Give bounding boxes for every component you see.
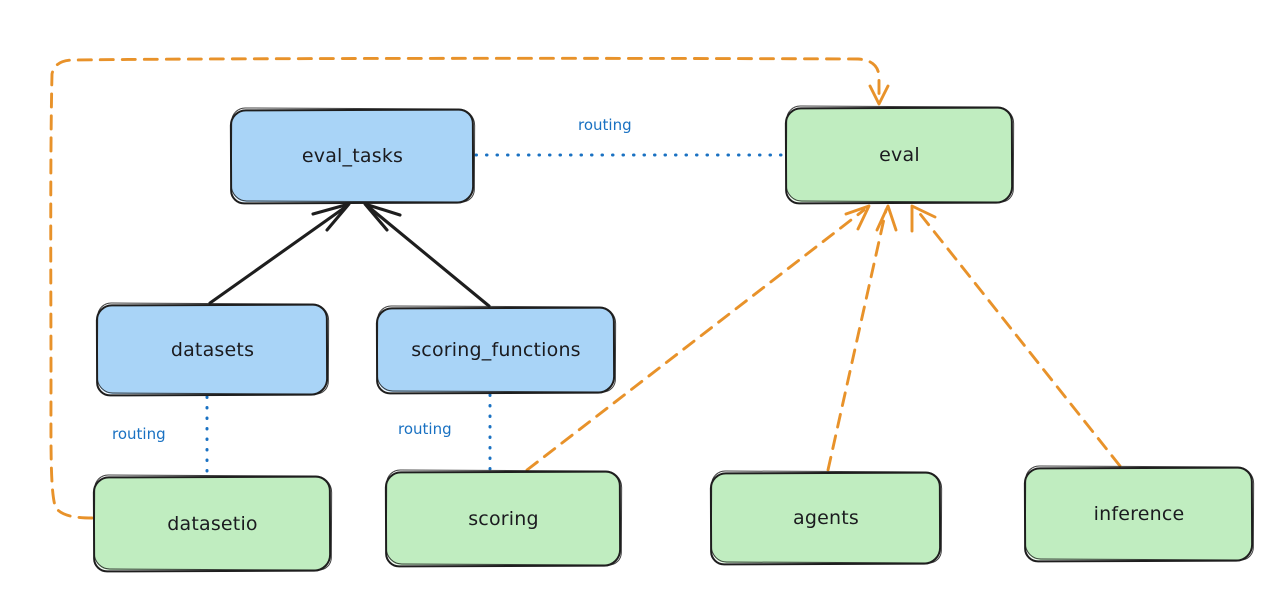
node-scoring-functions[interactable]: scoring_functions (378, 308, 614, 392)
edge-datasets-to-eval-tasks (208, 202, 351, 305)
node-eval-label: eval (879, 144, 920, 166)
edge-scoring-functions-to-eval-tasks (363, 202, 491, 308)
node-eval[interactable]: eval (787, 108, 1012, 202)
node-datasets[interactable]: datasets (98, 305, 327, 394)
node-agents-label: agents (793, 507, 859, 529)
edge-inference-to-eval (910, 204, 1122, 468)
edge-agents-to-eval (826, 204, 898, 472)
node-scoring-label: scoring (468, 507, 539, 530)
node-datasetio[interactable]: datasetio (95, 477, 330, 570)
edge-label-routing-scoring-functions-scoring: routing (398, 420, 452, 438)
edge-label-routing-datasets-datasetio: routing (112, 425, 166, 443)
node-eval-tasks[interactable]: eval_tasks (232, 110, 473, 202)
node-datasetio-label: datasetio (167, 512, 258, 535)
node-scoring[interactable]: scoring (387, 472, 620, 565)
node-inference[interactable]: inference (1026, 468, 1252, 560)
node-scoring-functions-label: scoring_functions (411, 339, 581, 361)
node-datasets-label: datasets (170, 338, 255, 361)
node-agents[interactable]: agents (712, 473, 940, 563)
node-inference-label: inference (1093, 503, 1185, 525)
edge-label-routing-eval-tasks-eval: routing (578, 116, 632, 134)
node-eval-tasks-label: eval_tasks (301, 145, 404, 167)
